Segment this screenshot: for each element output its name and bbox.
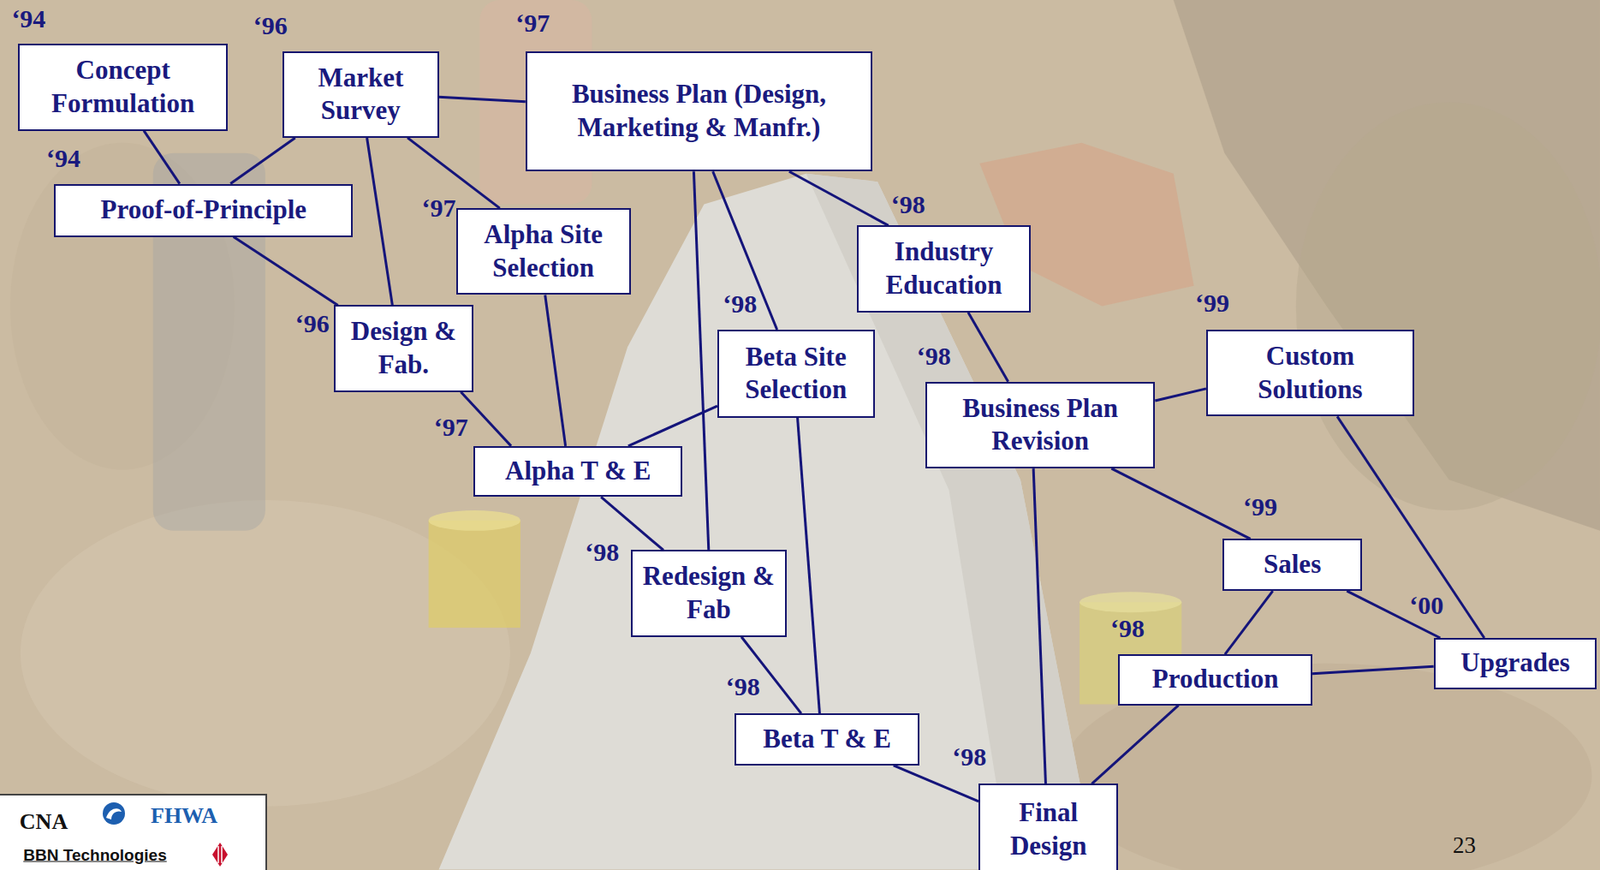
box-label: Beta Site Selection: [727, 340, 865, 408]
process-box: Sales: [1222, 538, 1363, 591]
connector-line: [968, 312, 1009, 382]
connector-line: [367, 137, 393, 305]
process-box: Final Design: [978, 783, 1119, 870]
box-label: Alpha T & E: [505, 454, 651, 488]
process-box: Upgrades: [1433, 637, 1598, 690]
fhwa-logo-icon: [102, 802, 125, 825]
bbn-stripe: [220, 845, 223, 863]
year-label: ‘98: [891, 190, 926, 219]
process-box: Industry Education: [856, 225, 1031, 312]
process-box: Custom Solutions: [1206, 329, 1415, 417]
bucket-rim: [1079, 591, 1182, 613]
connector-line: [230, 137, 296, 185]
connector-line: [628, 405, 718, 447]
process-box: Beta Site Selection: [717, 329, 875, 418]
process-box: Market Survey: [282, 51, 439, 138]
bbn-logo-icon: [212, 842, 228, 867]
process-box: Design & Fab.: [333, 304, 474, 392]
box-label: Beta T & E: [762, 722, 892, 756]
year-label: ‘98: [916, 340, 952, 369]
org-name: BBN Technologies: [23, 846, 167, 865]
connector-line: [545, 294, 566, 446]
process-box: Alpha T & E: [473, 446, 683, 498]
connector-line: [1337, 416, 1485, 638]
process-box: Beta T & E: [734, 713, 920, 766]
connector-line: [439, 96, 526, 102]
page-number: 23: [1452, 832, 1476, 859]
process-box: Concept Formulation: [17, 43, 227, 131]
box-label: Upgrades: [1460, 646, 1570, 680]
year-label: ‘97: [515, 8, 550, 37]
process-box: Alpha Site Selection: [456, 208, 631, 295]
year-label: ‘98: [584, 536, 619, 566]
box-label: Business Plan (Design, Marketing & Manfr…: [535, 77, 863, 145]
connector-line: [893, 765, 979, 802]
bucket-rim: [428, 510, 521, 531]
year-label: ‘99: [1195, 287, 1230, 316]
year-label: ‘96: [295, 308, 330, 337]
box-label: Concept Formulation: [28, 53, 217, 121]
year-label: ‘98: [951, 742, 987, 771]
process-box: Business Plan Revision: [925, 381, 1155, 469]
org-name: CNA: [19, 809, 68, 835]
connector-line: [1312, 666, 1434, 673]
year-label: ‘94: [46, 142, 81, 172]
fhwa-circle: [102, 802, 125, 825]
process-box: Production: [1118, 654, 1312, 706]
year-label: ‘00: [1409, 589, 1444, 619]
year-label: ‘97: [434, 412, 469, 441]
fhwa-swirl: [106, 808, 122, 820]
box-label: Final Design: [988, 796, 1108, 863]
year-label: ‘99: [1243, 492, 1278, 521]
process-box: Business Plan (Design, Marketing & Manfr…: [525, 51, 873, 173]
connector-line: [1033, 468, 1046, 784]
connector-line: [797, 417, 821, 714]
connector-line: [1225, 590, 1273, 655]
process-box: Proof-of-Principle: [53, 184, 353, 238]
sand-patch: [1296, 101, 1600, 511]
box-label: Design & Fab.: [344, 315, 464, 382]
year-label: ‘97: [422, 192, 457, 221]
year-label: ‘94: [11, 4, 46, 33]
box-label: Redesign & Fab: [641, 559, 777, 627]
box-label: Business Plan Revision: [935, 392, 1145, 459]
connector-line: [143, 130, 180, 185]
box-label: Production: [1152, 662, 1279, 696]
connector-line: [1091, 705, 1178, 785]
year-label: ‘96: [253, 10, 288, 39]
year-label: ‘98: [722, 289, 757, 318]
connector-line: [233, 237, 339, 306]
box-label: Custom Solutions: [1216, 339, 1404, 407]
connector-line: [693, 171, 708, 550]
bbn-stripe: [217, 845, 220, 863]
process-box: Redesign & Fab: [630, 549, 787, 637]
box-label: Proof-of-Principle: [101, 193, 307, 227]
box-label: Industry Education: [867, 235, 1021, 303]
year-label: ‘98: [725, 672, 761, 701]
bucket: [428, 520, 521, 628]
logo-panel: CNA FHWA BBN Technologies: [0, 793, 268, 870]
org-name: FHWA: [150, 803, 218, 829]
box-label: Sales: [1263, 547, 1321, 582]
year-label: ‘98: [1110, 613, 1145, 643]
connector-line: [1111, 468, 1250, 539]
bbn-diamond: [212, 842, 228, 867]
box-label: Alpha Site Selection: [466, 218, 621, 286]
box-label: Market Survey: [292, 61, 429, 129]
connector-line: [1154, 388, 1207, 401]
connector-line: [713, 171, 778, 330]
connector-line: [460, 392, 512, 447]
connector-line: [789, 171, 889, 226]
pipe: [439, 173, 1098, 870]
